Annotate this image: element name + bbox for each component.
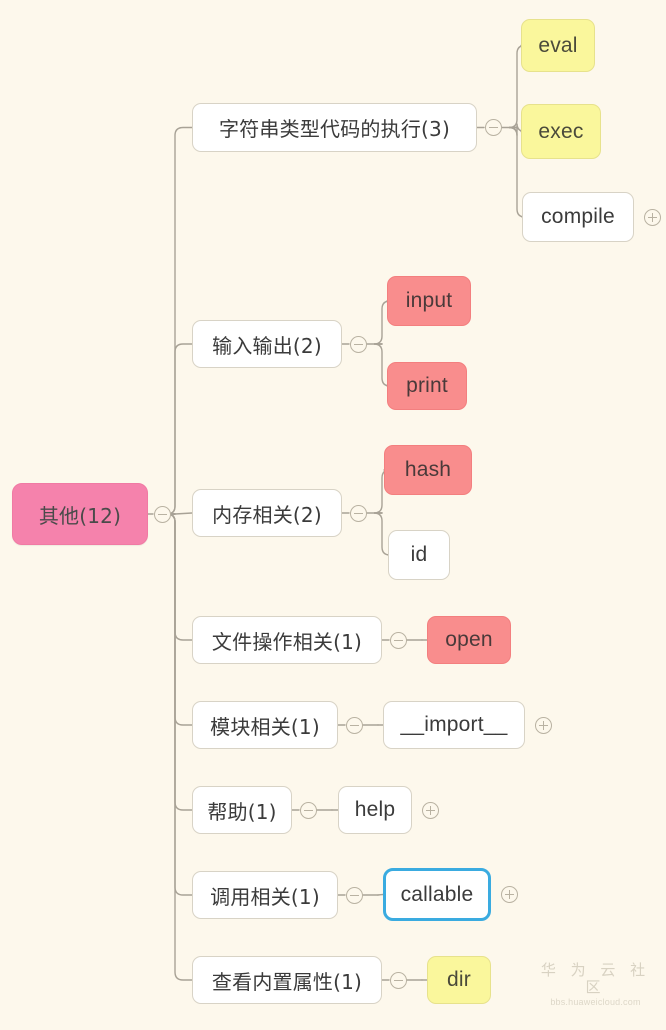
branch-node-1[interactable]: 调用相关(1) [192,871,338,919]
toggle-branch-2[interactable] [349,335,367,353]
link-root-to-branch-7 [166,513,193,981]
toggle-vertical-bar [508,890,510,899]
branch-node-3[interactable]: 字符串类型代码的执行(3) [192,103,477,152]
toggle-horizontal-bar [393,639,403,641]
leaf-node-compile[interactable]: compile [522,192,634,242]
root-node[interactable]: 其他(12) [12,483,148,545]
link-root-to-branch-1 [166,343,193,515]
toggle-vertical-bar [542,720,544,730]
link-root-to-branch-0 [166,126,193,515]
branch-node-1[interactable]: 模块相关(1) [192,701,338,749]
toggle-branch-3[interactable] [484,119,502,136]
leaf-node-print[interactable]: print [387,362,467,410]
leaf-node-eval[interactable]: eval [521,19,595,72]
toggle-leaf-__import__[interactable] [534,716,552,734]
leaf-node-exec[interactable]: exec [521,104,601,159]
leaf-node-__import__[interactable]: __import__ [383,701,525,749]
leaf-node-hash[interactable]: hash [384,445,472,495]
toggle-branch-1[interactable] [299,801,317,819]
branch-node-1[interactable]: 查看内置属性(1) [192,956,382,1004]
toggle-horizontal-bar [393,979,403,981]
watermark-url: bbs.huaweicloud.com [550,997,641,1007]
branch-node-2[interactable]: 输入输出(2) [192,320,342,368]
toggle-branch-1[interactable] [389,631,407,649]
toggle-root[interactable] [153,505,171,523]
watermark: 华 为 云 社 区 bbs.huaweicloud.com [533,962,658,1007]
leaf-node-open[interactable]: open [427,616,511,664]
toggle-branch-1[interactable] [389,971,407,989]
branch-node-1[interactable]: 文件操作相关(1) [192,616,382,664]
toggle-horizontal-bar [349,724,359,726]
leaf-node-dir[interactable]: dir [427,956,491,1004]
toggle-horizontal-bar [488,127,498,128]
toggle-vertical-bar [429,805,431,815]
toggle-horizontal-bar [353,512,363,514]
toggle-branch-1[interactable] [345,716,363,734]
toggle-horizontal-bar [157,513,167,515]
toggle-leaf-callable[interactable] [500,886,518,903]
link-root-to-branch-2 [174,512,193,515]
leaf-node-callable[interactable]: callable [383,868,491,921]
toggle-vertical-bar [651,212,653,222]
toggle-horizontal-bar [303,809,313,811]
toggle-horizontal-bar [349,894,359,896]
leaf-node-input[interactable]: input [387,276,471,326]
link-root-to-branch-5 [166,513,193,811]
watermark-title: 华 为 云 社 区 [540,961,651,996]
toggle-leaf-help[interactable] [421,801,439,819]
branch-node-2[interactable]: 内存相关(2) [192,489,342,537]
link-root-to-branch-3 [166,513,193,641]
leaf-node-help[interactable]: help [338,786,412,834]
link-root-to-branch-6 [166,513,193,896]
leaf-node-id[interactable]: id [388,530,450,580]
toggle-branch-1[interactable] [345,886,363,904]
toggle-horizontal-bar [353,343,363,345]
branch-node-1[interactable]: 帮助(1) [192,786,292,834]
link-root-to-branch-4 [166,513,193,726]
toggle-branch-2[interactable] [349,504,367,522]
toggle-leaf-compile[interactable] [643,208,661,226]
